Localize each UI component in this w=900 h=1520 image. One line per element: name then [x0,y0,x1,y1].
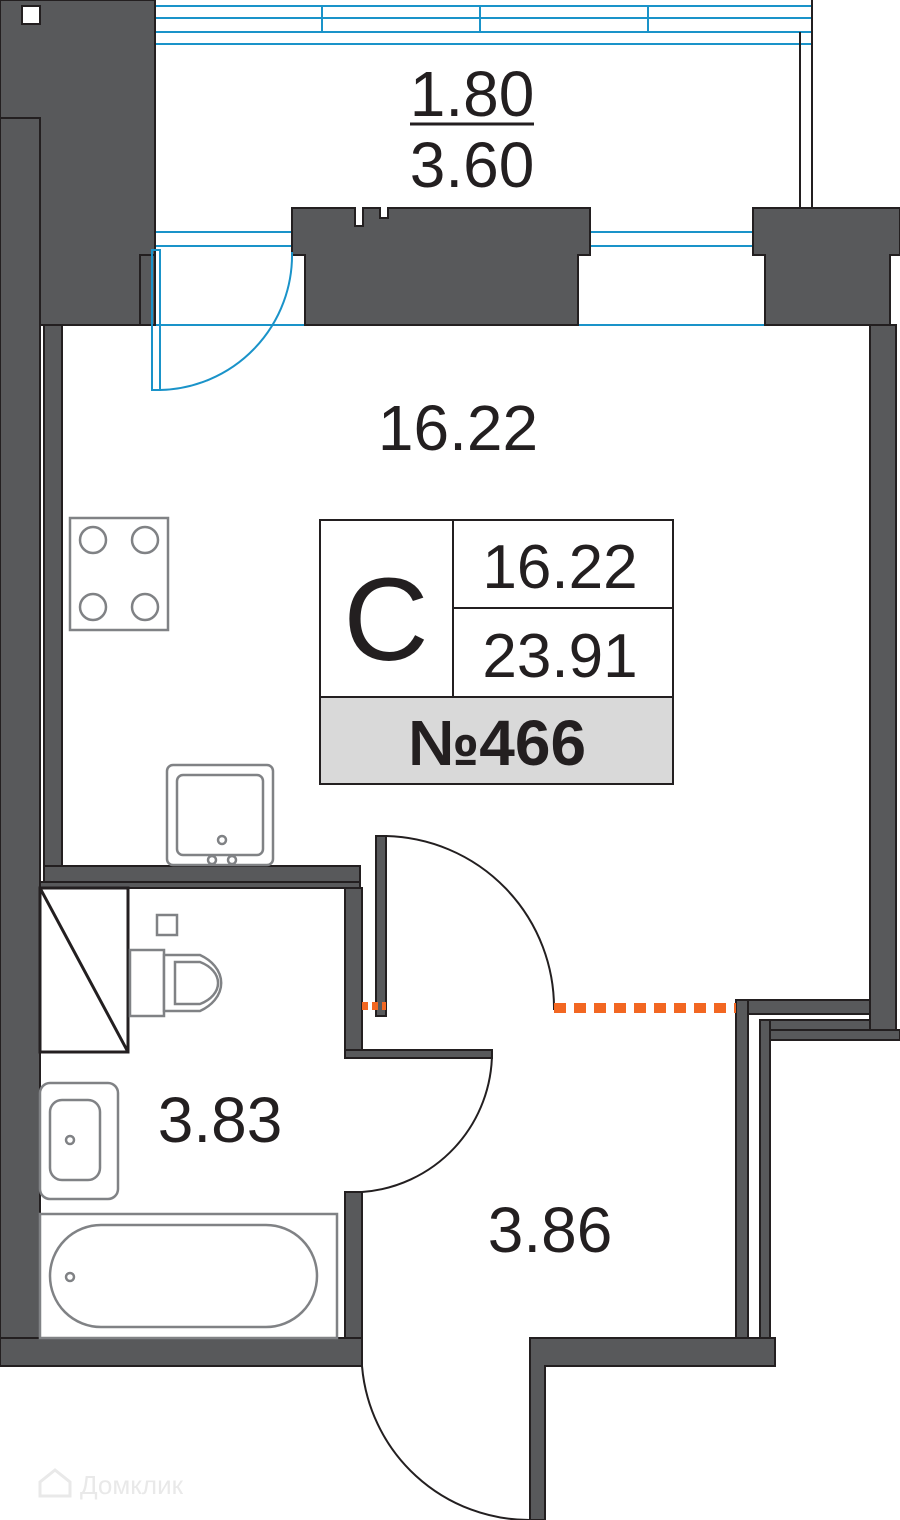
balcony-area-min: 1.80 [410,58,535,130]
kitchen-sink-icon [165,763,275,867]
living-room-area: 16.22 [378,392,538,464]
entrance-door-swing [361,1365,530,1520]
total-area-value: 23.91 [482,622,637,691]
bathroom-area: 3.83 [158,1084,283,1156]
home-logo-icon [38,1468,72,1498]
toilet-icon [128,913,223,1018]
threshold [362,1002,736,1013]
doors [151,249,736,1520]
corner-marker [21,5,41,25]
balcony-glazing [140,0,813,326]
apartment-type-letter: C [343,554,428,686]
balcony-door-leaf [151,249,161,391]
apartment-summary-badge: C 16.22 23.91 №466 [319,519,674,785]
ventilation-shaft-icon [38,886,130,1054]
bathtub-icon [38,1212,339,1340]
watermark-text: Домклик [80,1470,184,1500]
bathroom-sink-icon [38,1081,120,1201]
balcony-door-swing [159,251,294,391]
fixtures [38,516,339,1340]
hallway-area: 3.86 [488,1194,613,1266]
balcony-area-max: 3.60 [410,129,535,201]
living-area-value: 16.22 [482,533,637,602]
stove-icon [68,516,170,632]
apartment-number: №466 [408,707,586,779]
living-door-swing [385,835,556,1011]
balcony-area-label: 1.80 3.60 [410,58,535,201]
watermark: Домклик [38,1468,184,1500]
bathroom-door-swing [361,1051,494,1193]
